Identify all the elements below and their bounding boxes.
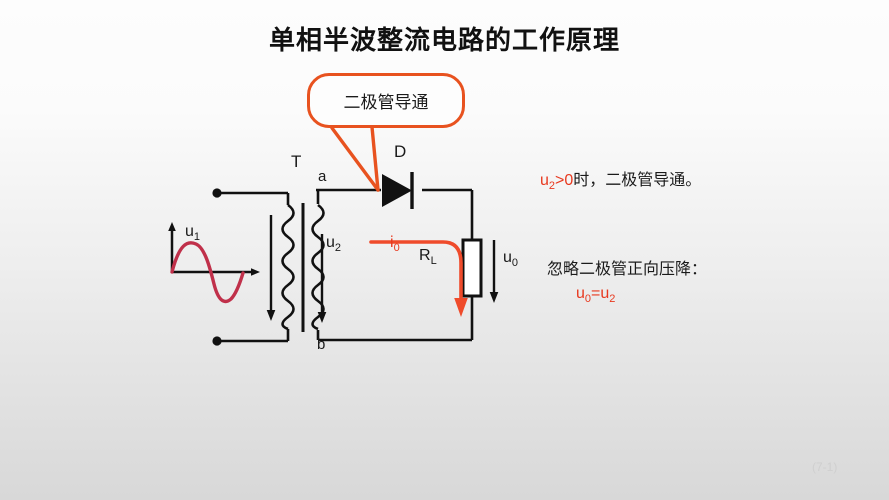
diode-label: D: [394, 142, 407, 161]
callout-pointer: [330, 125, 380, 192]
transformer-label: T: [291, 152, 302, 171]
output-voltage-subscript: 0: [511, 257, 519, 270]
note-condition-subscript: 2: [548, 180, 556, 193]
callout-diode-conducting: 二极管导通: [307, 73, 465, 128]
load-resistor-symbol: [461, 238, 483, 298]
current-flow-arrow: [369, 240, 468, 317]
current-label: i0: [390, 234, 400, 254]
load-resistor-symbol: R: [419, 247, 431, 264]
result-source-subscript: 2: [609, 293, 616, 306]
secondary-voltage-label: u2: [326, 234, 341, 254]
primary-voltage-label: u1: [185, 223, 200, 243]
primary-voltage-symbol: u: [185, 223, 194, 240]
output-voltage-arrow: [489, 240, 499, 303]
load-resistor-subscript: L: [430, 255, 437, 268]
output-voltage-label: u0: [503, 249, 518, 269]
node-a-label: a: [318, 168, 327, 185]
result-output-symbol: u: [576, 285, 585, 302]
current-subscript: 0: [393, 242, 400, 255]
note-condition-inequality: >0: [555, 172, 574, 189]
callout-label: 二极管导通: [343, 93, 429, 112]
diode-symbol: [382, 172, 414, 209]
note-condition-symbol: u: [540, 172, 549, 189]
input-waveform-group: [168, 222, 260, 304]
note-assumption: 忽略二极管正向压降：: [547, 261, 708, 278]
result-equals-symbol: =u: [591, 285, 610, 302]
load-resistor-label: RL: [419, 247, 437, 267]
output-voltage-symbol: u: [503, 249, 512, 266]
watermark-label: (7-1): [812, 460, 838, 474]
input-leads-group: [212, 188, 290, 346]
note-conduction-condition: u2>0时，二极管导通。: [540, 166, 701, 192]
transformer-group: [266, 203, 327, 332]
secondary-voltage-subscript: 2: [334, 242, 342, 255]
secondary-voltage-symbol: u: [326, 234, 335, 251]
note-condition-text: 时，二极管导通。: [573, 172, 702, 189]
note-result-equation: u0=u2: [576, 285, 615, 305]
main-loop-wires: [316, 188, 474, 342]
current-symbol: i: [390, 234, 394, 251]
primary-voltage-subscript: 1: [193, 231, 201, 244]
node-b-label: b: [317, 336, 326, 353]
result-output-subscript: 0: [584, 293, 592, 306]
page-title: 单相半波整流电路的工作原理: [268, 25, 620, 55]
